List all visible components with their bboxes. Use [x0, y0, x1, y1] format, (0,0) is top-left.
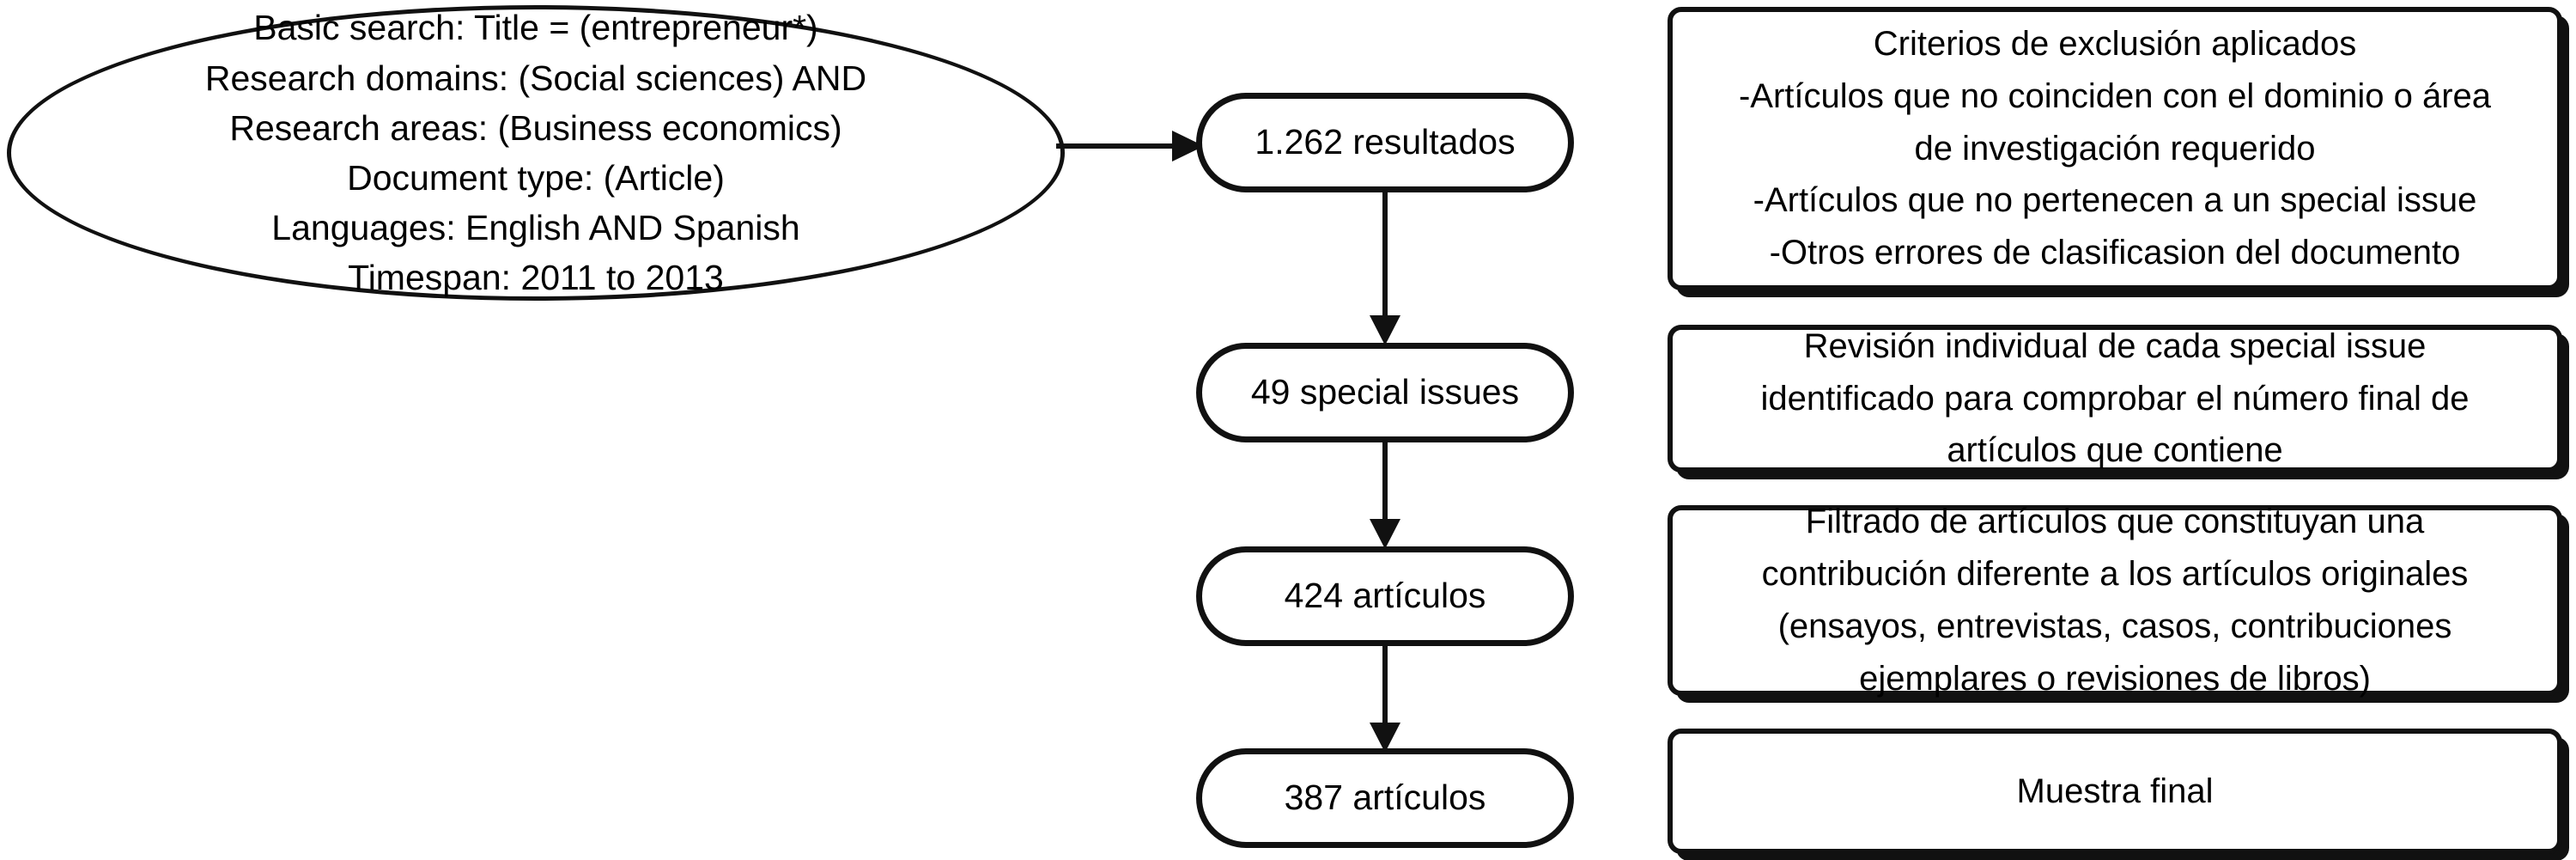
article-filtering-line-4: ejemplares o revisiones de libros) — [1859, 659, 2371, 698]
exclusion-criteria-line-3: de investigación requerido — [1914, 129, 2316, 168]
flow-node-articles-424: 424 artículos — [1196, 546, 1574, 646]
flow-node-articles-424-label: 424 artículos — [1284, 576, 1486, 616]
flow-node-special-issues: 49 special issues — [1196, 343, 1574, 442]
flow-node-results-label: 1.262 resultados — [1255, 122, 1516, 162]
side-box-exclusion-criteria-lines: Criterios de exclusión aplicados -Artícu… — [1702, 18, 2528, 279]
search-query-ellipse: Basic search: Title = (entrepreneur*) Re… — [7, 5, 1065, 301]
search-query-lines: Basic search: Title = (entrepreneur*) Re… — [63, 3, 1009, 302]
flow-node-results: 1.262 resultados — [1196, 93, 1574, 192]
side-box-exclusion-criteria: Criterios de exclusión aplicados -Artícu… — [1668, 7, 2562, 290]
article-filtering-line-2: contribución diferente a los artículos o… — [1761, 555, 2469, 594]
final-sample-line-1: Muestra final — [2016, 772, 2214, 810]
side-box-final-sample-lines: Muestra final — [1702, 765, 2528, 818]
connector-query-to-results — [1056, 129, 1206, 163]
side-box-individual-review-lines: Revisión individual de cada special issu… — [1702, 320, 2528, 477]
side-box-final-sample: Muestra final — [1668, 729, 2562, 854]
exclusion-criteria-line-5: -Otros errores de clasificasion del docu… — [1769, 234, 2461, 272]
search-query-line-3: Research areas: (Business economics) — [229, 107, 842, 148]
search-query-line-4: Document type: (Article) — [347, 158, 725, 198]
flow-node-special-issues-label: 49 special issues — [1250, 372, 1520, 412]
side-box-article-filtering-lines: Filtrado de artículos que constituyan un… — [1702, 496, 2528, 704]
search-query-line-1: Basic search: Title = (entrepreneur*) — [253, 8, 818, 48]
connector-special-issues-to-articles — [1368, 441, 1402, 551]
search-query-line-6: Timespan: 2011 to 2013 — [348, 258, 724, 298]
article-filtering-line-1: Filtrado de artículos que constituyan un… — [1805, 503, 2425, 541]
individual-review-line-2: identificado para comprobar el número fi… — [1760, 379, 2470, 418]
exclusion-criteria-line-1: Criterios de exclusión aplicados — [1873, 25, 2357, 64]
search-query-line-2: Research domains: (Social sciences) AND — [204, 58, 867, 98]
side-box-individual-review: Revisión individual de cada special issu… — [1668, 325, 2562, 473]
individual-review-line-1: Revisión individual de cada special issu… — [1803, 326, 2427, 365]
search-query-line-5: Languages: English AND Spanish — [271, 208, 800, 248]
individual-review-line-3: artículos que contiene — [1947, 431, 2283, 470]
flow-node-articles-387-label: 387 artículos — [1284, 778, 1486, 818]
flow-node-articles-387: 387 artículos — [1196, 748, 1574, 848]
connector-articles-to-final-articles — [1368, 644, 1402, 754]
connector-results-to-special-issues — [1368, 191, 1402, 347]
article-filtering-line-3: (ensayos, entrevistas, casos, contribuci… — [1777, 607, 2452, 645]
exclusion-criteria-line-2: -Artículos que no coinciden con el domin… — [1738, 76, 2492, 115]
side-box-article-filtering: Filtrado de artículos que constituyan un… — [1668, 503, 2562, 698]
exclusion-criteria-line-4: -Artículos que no pertenecen a un specia… — [1753, 181, 2477, 220]
